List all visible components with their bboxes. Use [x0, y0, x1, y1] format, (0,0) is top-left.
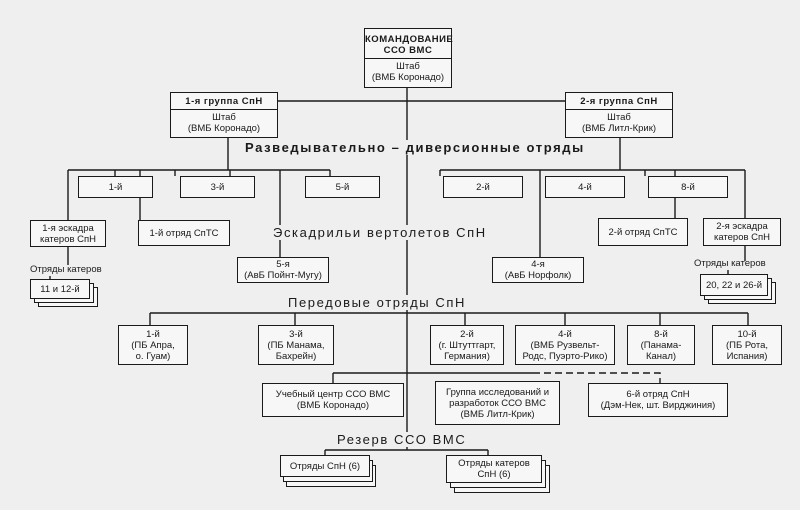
research-group-box: Группа исследований и разработок ССО ВМС… — [435, 381, 560, 425]
forward-unit-number: 3-й — [289, 328, 303, 340]
forward-unit-location-line1: (ВМБ Рузвельт- — [530, 339, 600, 351]
recon-unit-8: 8-й — [648, 176, 728, 198]
group2-sptc-label: 2-й отряд СпТС — [608, 226, 678, 238]
group2-boats-stack: 20, 22 и 26-й — [700, 274, 778, 306]
group2-squadron-line1: 2-я эскадра — [716, 221, 768, 232]
command-hq-location: (ВМБ Коронадо) — [371, 71, 445, 83]
forward-unit-location-line2: Испания) — [726, 350, 768, 362]
forward-unit-location-line1: (Панама- — [640, 339, 682, 351]
recon-unit-3: 3-й — [180, 176, 255, 198]
group2-hq-location: (ВМБ Литл-Крик) — [581, 123, 657, 134]
sixth-unit-box: 6-й отряд СпН (Дэм-Нек, шт. Вирджиния) — [588, 383, 728, 417]
recon-unit-5: 5-й — [305, 176, 380, 198]
forward-unit-3: 3-й (ПБ Манама, Бахрейн) — [258, 325, 334, 365]
forward-unit-location-line2: Канал) — [645, 350, 677, 362]
forward-unit-number: 2-й — [460, 328, 474, 340]
training-center-location: (ВМБ Коронадо) — [296, 400, 370, 411]
group1-squadron-line1: 1-я эскадра — [42, 222, 94, 234]
recon-unit-label: 8-й — [681, 181, 695, 193]
group1-hq-location: (ВМБ Коронадо) — [187, 123, 261, 134]
group1-sptc-label: 1-й отряд СпТС — [149, 227, 219, 239]
forward-unit-8: 8-й (Панама- Канал) — [627, 325, 695, 365]
group2-box: 2-я группа СпН Штаб (ВМБ Литл-Крик) — [565, 92, 673, 138]
forward-unit-location-line1: (г. Штуттгарт, — [438, 339, 496, 351]
group2-hq-label: Штаб — [607, 112, 631, 123]
research-group-location: (ВМБ Литл-Крик) — [460, 408, 535, 420]
group2-sptc-box: 2-й отряд СпТС — [598, 218, 688, 246]
recon-unit-4: 4-й — [545, 176, 625, 198]
recon-unit-label: 2-й — [476, 181, 490, 193]
group1-boats-stack: 11 и 12-й — [30, 279, 100, 309]
forward-unit-number: 8-й — [654, 328, 668, 340]
forward-unit-number: 10-й — [737, 328, 757, 340]
command-title: КОМАНДОВАНИЕ ССО ВМС — [365, 33, 454, 59]
forward-unit-1: 1-й (ПБ Апра, о. Гуам) — [118, 325, 188, 365]
research-group-line2: разработок ССО ВМС — [449, 397, 546, 409]
recon-unit-2: 2-й — [443, 176, 523, 198]
group2-squadron-line2: катеров СпН — [713, 232, 771, 243]
group2-boats-caption: Отряды катеров — [694, 258, 766, 269]
recon-unit-1: 1-й — [78, 176, 153, 198]
group1-hq-label: Штаб — [212, 112, 236, 123]
group1-boats-caption: Отряды катеров — [30, 264, 102, 275]
group2-squadron-box: 2-я эскадра катеров СпН — [703, 218, 781, 246]
group1-squadron-line2: катеров СпН — [39, 233, 97, 245]
recon-unit-label: 4-й — [578, 181, 592, 193]
forward-unit-number: 4-й — [558, 328, 572, 340]
section-heli-title: Эскадрильи вертолетов СпН — [270, 225, 490, 240]
forward-unit-location-line2: Родс, Пуэрто-Рико) — [522, 350, 608, 362]
recon-unit-label: 1-й — [108, 181, 123, 193]
section-reserve-title: Резерв ССО ВМС — [334, 432, 470, 447]
reserve-spn-label: Отряды СпН (6) — [289, 460, 361, 472]
heli-squadron-5: 5-я (АвБ Пойнт-Мугу) — [237, 257, 329, 283]
group2-title: 2-я группа СпН — [566, 96, 672, 110]
forward-unit-location-line1: (ПБ Рота, — [725, 339, 769, 351]
forward-unit-location-line2: Германия) — [444, 350, 490, 362]
recon-unit-label: 3-й — [210, 181, 225, 193]
command-title-line1: КОМАНДОВАНИЕ — [365, 33, 454, 45]
forward-unit-location-line1: (ПБ Апра, — [131, 339, 175, 351]
heli-4-line1: 4-я — [531, 259, 545, 270]
command-hq-label: Штаб — [396, 60, 420, 72]
forward-unit-2: 2-й (г. Штуттгарт, Германия) — [430, 325, 504, 365]
group1-squadron-box: 1-я эскадра катеров СпН — [30, 220, 106, 247]
group1-box: 1-я группа СпН Штаб (ВМБ Коронадо) — [170, 92, 278, 138]
heli-squadron-4: 4-я (АвБ Норфолк) — [492, 257, 584, 283]
reserve-boats-stack: Отряды катеров СпН (6) — [446, 455, 556, 497]
heli-4-line2: (АвБ Норфолк) — [504, 270, 572, 281]
training-center-name: Учебный центр ССО ВМС — [275, 389, 391, 400]
reserve-boats-line1: Отряды катеров — [458, 458, 530, 469]
research-group-line1: Группа исследований и — [445, 386, 550, 398]
command-box: КОМАНДОВАНИЕ ССО ВМС Штаб (ВМБ Коронадо) — [364, 28, 454, 88]
group1-sptc-box: 1-й отряд СпТС — [138, 220, 230, 246]
group1-boats-label: 11 и 12-й — [40, 283, 80, 295]
forward-unit-location-line1: (ПБ Манама, — [267, 339, 325, 351]
section-recon-title: Разведывательно – диверсионные отряды — [242, 140, 588, 155]
sixth-unit-location: (Дэм-Нек, шт. Вирджиния) — [600, 400, 716, 411]
group2-boats-label: 20, 22 и 26-й — [705, 279, 763, 291]
reserve-boats-line2: СпН (6) — [477, 469, 511, 480]
recon-unit-label: 5-й — [335, 181, 350, 193]
forward-unit-10: 10-й (ПБ Рота, Испания) — [712, 325, 782, 365]
forward-unit-location-line2: Бахрейн) — [275, 350, 317, 362]
forward-unit-location-line2: о. Гуам) — [135, 350, 171, 362]
command-title-line2: ССО ВМС — [383, 44, 433, 56]
section-forward-title: Передовые отряды СпН — [285, 295, 470, 310]
forward-unit-number: 1-й — [146, 328, 160, 340]
group1-title: 1-я группа СпН — [171, 96, 277, 110]
reserve-spn-stack: Отряды СпН (6) — [280, 455, 380, 495]
heli-5-line2: (АвБ Пойнт-Мугу) — [244, 270, 322, 281]
forward-unit-4: 4-й (ВМБ Рузвельт- Родс, Пуэрто-Рико) — [515, 325, 615, 365]
training-center-box: Учебный центр ССО ВМС (ВМБ Коронадо) — [262, 383, 404, 417]
sixth-unit-name: 6-й отряд СпН — [626, 389, 690, 400]
heli-5-line1: 5-я — [276, 259, 290, 270]
